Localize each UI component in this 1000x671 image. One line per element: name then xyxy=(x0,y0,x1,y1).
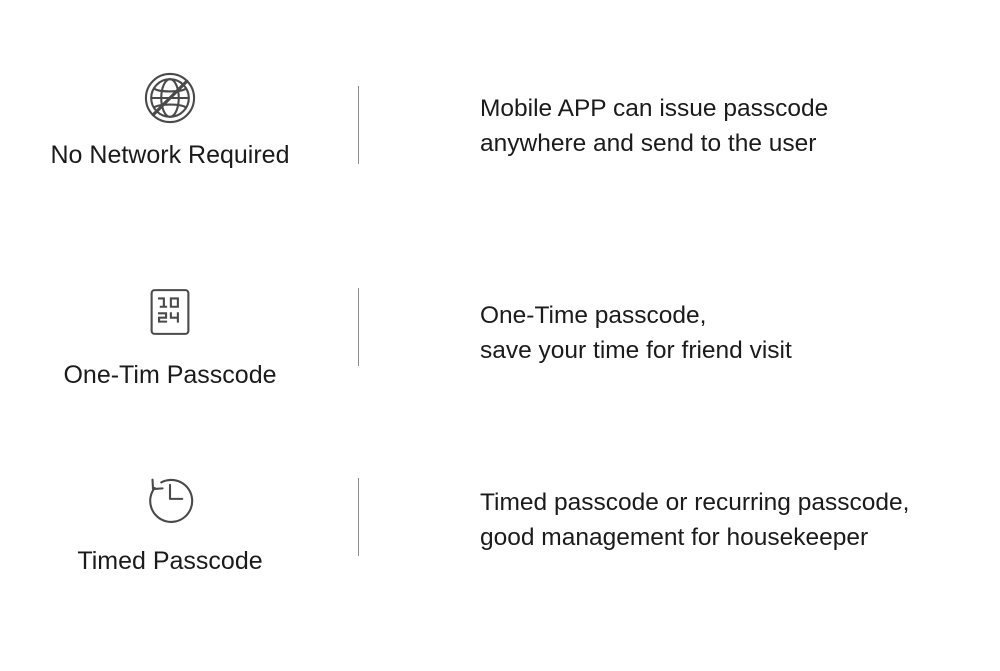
vertical-divider xyxy=(357,288,359,366)
feature-row: No Network Required Mobile APP can issue… xyxy=(0,60,1000,240)
feature-label: Timed Passcode xyxy=(77,547,263,575)
feature-description-line: good management for housekeeper xyxy=(480,524,869,551)
vertical-divider xyxy=(357,86,359,164)
feature-label: No Network Required xyxy=(50,141,290,169)
feature-description-line: Mobile APP can issue passcode xyxy=(480,95,829,122)
feature-divider-cell xyxy=(340,60,376,164)
feature-left-column: Timed Passcode xyxy=(0,455,340,576)
feature-divider-cell xyxy=(340,455,376,556)
feature-description-line: One-Time passcode, xyxy=(480,302,707,329)
feature-description-line: Timed passcode or recurring passcode, xyxy=(480,489,910,516)
feature-left-column: No Network Required xyxy=(0,60,340,170)
one-time-passcode-keypad-icon xyxy=(142,284,198,340)
feature-row: Timed Passcode Timed passcode or recurri… xyxy=(0,455,1000,635)
feature-divider-cell xyxy=(340,262,376,366)
feature-description-line: anywhere and send to the user xyxy=(480,130,817,157)
feature-right-column: Mobile APP can issue passcode anywhere a… xyxy=(376,60,1000,161)
feature-left-column: One-Tim Passcode xyxy=(0,262,340,390)
feature-right-column: One-Time passcode, save your time for fr… xyxy=(376,262,1000,368)
feature-label: One-Tim Passcode xyxy=(63,361,277,389)
feature-row: One-Tim Passcode One-Time passcode, save… xyxy=(0,262,1000,442)
timed-passcode-clock-icon xyxy=(142,470,198,526)
vertical-divider xyxy=(357,478,359,556)
feature-description-line: save your time for friend visit xyxy=(480,337,792,364)
no-network-globe-icon xyxy=(142,70,198,126)
feature-right-column: Timed passcode or recurring passcode, go… xyxy=(376,455,1000,555)
